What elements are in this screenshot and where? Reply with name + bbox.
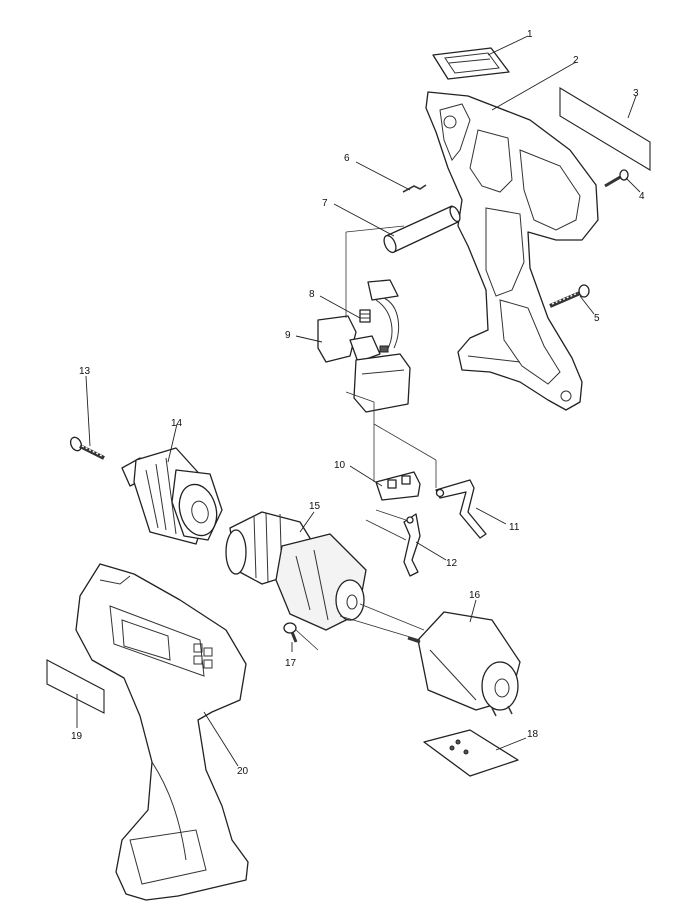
part-9-switch [317, 279, 411, 413]
part-8-screw [359, 309, 371, 323]
part-7-rod [383, 205, 461, 254]
callout-20: 20 [237, 766, 249, 777]
callout-19: 19 [71, 731, 83, 742]
callout-numbers: 1 2 3 4 5 6 7 8 9 10 11 12 13 14 15 16 1… [71, 29, 645, 777]
callout-9: 9 [285, 330, 291, 341]
part-16-motor [407, 611, 521, 717]
part-10-holder [375, 471, 421, 501]
callout-5: 5 [594, 313, 600, 324]
part-2-housing-half [425, 91, 599, 411]
callout-15: 15 [309, 501, 321, 512]
part-17-screw [283, 622, 298, 643]
part-14-chuck [121, 447, 223, 545]
part-18-plate [423, 729, 519, 777]
part-15-gear-assembly [225, 511, 367, 631]
part-5-screw [549, 284, 590, 308]
callout-10: 10 [334, 460, 346, 471]
assembly-guide-lines [295, 225, 437, 651]
part-4-screw [604, 169, 629, 188]
part-12-bracket [403, 513, 421, 577]
callout-18: 18 [527, 729, 539, 740]
callout-4: 4 [639, 191, 645, 202]
callout-11: 11 [509, 522, 520, 533]
callout-6: 6 [344, 153, 350, 164]
callout-12: 12 [446, 558, 458, 569]
part-11-bracket [435, 479, 487, 539]
callout-1: 1 [527, 29, 533, 40]
callout-16: 16 [469, 590, 481, 601]
callout-2: 2 [573, 55, 579, 66]
part-20-housing-half [75, 563, 249, 901]
leader-lines [76, 35, 641, 767]
callout-17: 17 [285, 658, 297, 669]
callout-13: 13 [79, 366, 91, 377]
part-1-plate [432, 47, 510, 80]
callout-3: 3 [633, 88, 639, 99]
callout-14: 14 [171, 418, 183, 429]
part-19-label [46, 659, 105, 714]
part-13-screw [69, 436, 105, 460]
callout-7: 7 [322, 198, 328, 209]
part-3-label [559, 87, 651, 171]
callout-8: 8 [309, 289, 315, 300]
